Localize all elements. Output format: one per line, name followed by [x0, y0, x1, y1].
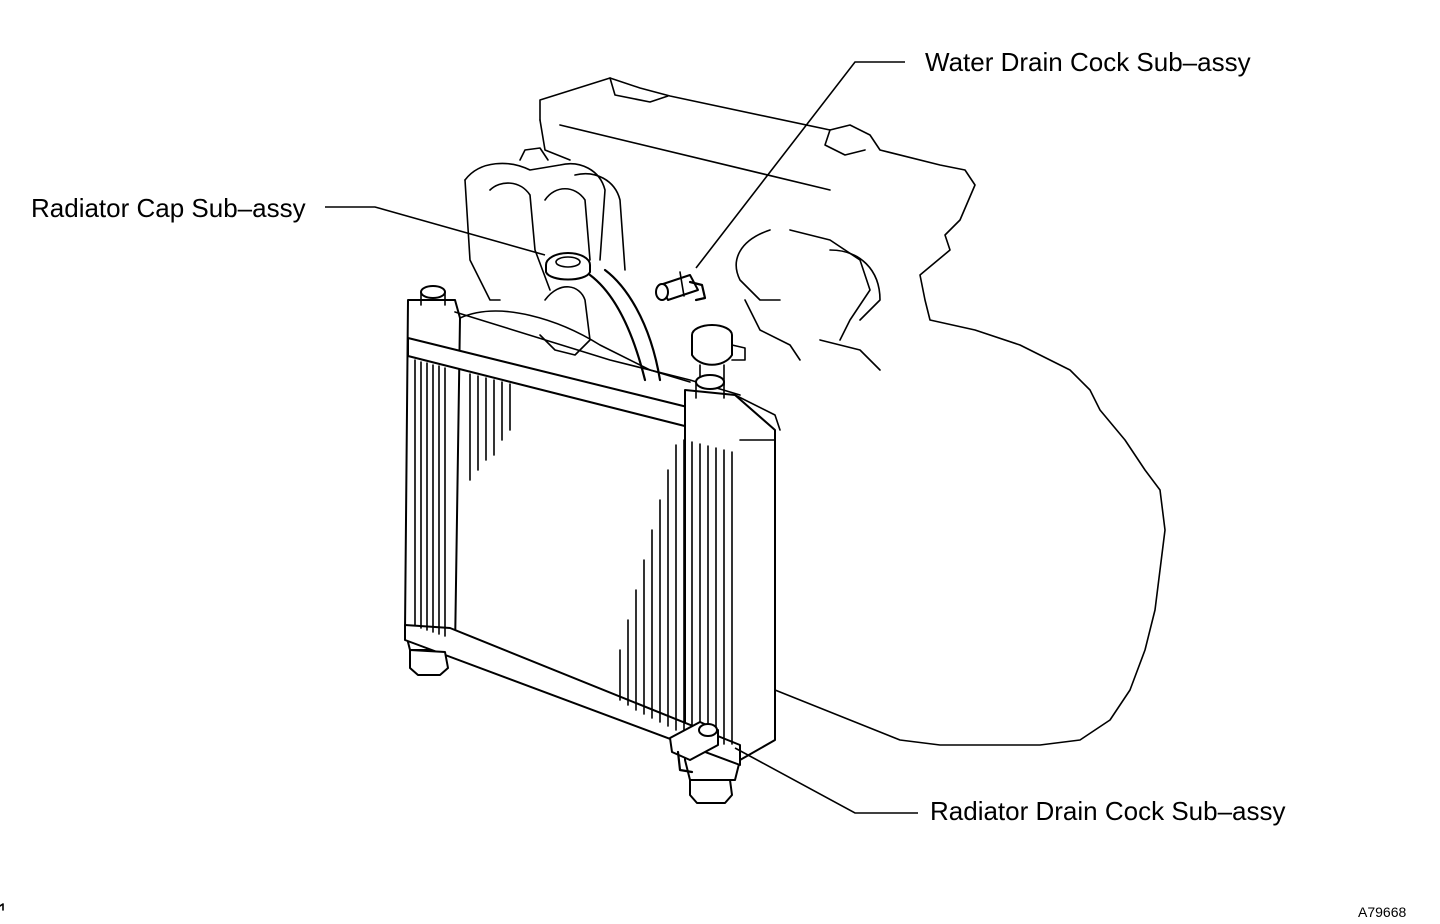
leader-lines [325, 61, 918, 814]
water-drain-cock-label: Water Drain Cock Sub–assy [925, 47, 1251, 77]
upper-hose [539, 268, 662, 382]
water-drain-cock [655, 271, 707, 302]
leader-radiator-drain-cock [734, 747, 918, 814]
radiator [404, 285, 781, 804]
radiator-drain-cock-label: Radiator Drain Cock Sub–assy [930, 796, 1286, 826]
radiator-cap-label: Radiator Cap Sub–assy [31, 193, 306, 223]
edge-mark [0, 903, 4, 911]
figure-code: A79668 [1358, 904, 1407, 920]
radiator-cap [545, 252, 591, 281]
leader-radiator-cap [325, 206, 546, 256]
engine-block [539, 77, 1166, 746]
leader-water-drain-cock [695, 61, 905, 269]
intake-manifold [464, 147, 626, 301]
radiator-drain-cock [669, 721, 719, 774]
